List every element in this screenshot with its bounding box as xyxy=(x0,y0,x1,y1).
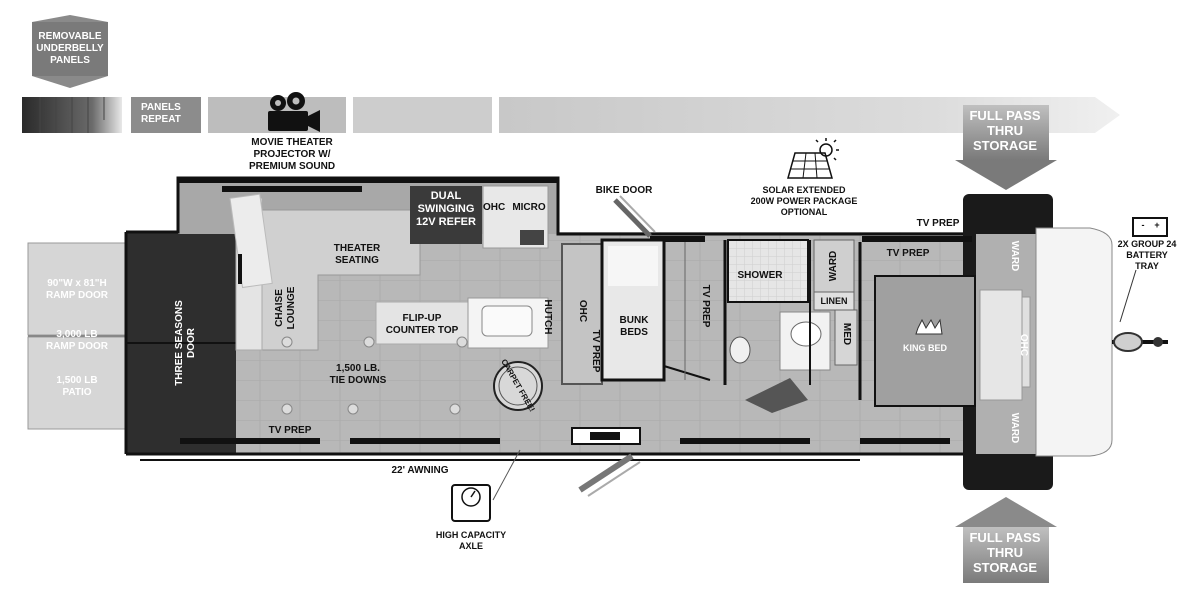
ward-top-label: WARD xyxy=(1009,240,1020,272)
front-storage xyxy=(963,194,1113,490)
tv-prep-bath-label: TV PREP xyxy=(700,284,711,328)
hitch xyxy=(1112,269,1168,352)
three-seasons-door-label: THREE SEASONS DOOR xyxy=(174,300,197,386)
chaise-lounge-label: CHAISE LOUNGE xyxy=(274,286,297,330)
king-bed-label: KING BED xyxy=(902,343,947,353)
battery-minus: - xyxy=(1141,220,1145,230)
linen-label: LINEN xyxy=(820,296,848,306)
ward-bottom-label: WARD xyxy=(1009,412,1020,444)
storage-label-bottom: FULL PASS THRU STORAGE xyxy=(969,530,1041,575)
tv-prep-bunk-label: TV PREP xyxy=(590,329,601,373)
scale-icon xyxy=(451,449,521,522)
storage-arrow-bottom xyxy=(955,497,1057,583)
bunk-beds-label: BUNK BEDS xyxy=(619,315,649,338)
med-label: MED xyxy=(841,322,852,346)
battery-icon xyxy=(1132,217,1168,237)
storage-arrow-top xyxy=(955,105,1057,190)
storage-label-top: FULL PASS THRU STORAGE xyxy=(969,108,1041,153)
flip-up-counter-label: FLIP-UP COUNTER TOP xyxy=(385,313,459,336)
ohc-bunk-label: OHC xyxy=(577,299,588,323)
tie-downs-label: 1,500 LB. TIE DOWNS xyxy=(329,363,387,386)
hutch-label: HUTCH xyxy=(542,299,553,335)
micro-label: MICRO xyxy=(512,202,546,213)
shower-label: SHOWER xyxy=(737,270,783,281)
solar-panel-icon xyxy=(787,138,839,179)
ohc-kitchen-label: OHC xyxy=(483,202,506,213)
refer-label: DUAL SWINGING 12V REFER xyxy=(416,190,476,228)
underbelly-label: REMOVABLE UNDERBELLY PANELS xyxy=(36,31,104,66)
bike-door-label: BIKE DOOR xyxy=(595,185,653,196)
interior-bedroom xyxy=(858,242,1023,407)
battery-plus: + xyxy=(1154,220,1160,230)
awning-label: 22' AWNING xyxy=(391,465,449,476)
patio-label: 1,500 LB PATIO xyxy=(56,375,98,398)
ohc-bedroom-label: OHC xyxy=(1018,333,1029,357)
solar-label: SOLAR EXTENDED 200W POWER PACKAGE OPTION… xyxy=(750,185,858,217)
ramp-door-weight-label: 3,000 LB RAMP DOOR xyxy=(45,329,109,352)
movie-camera-icon xyxy=(268,92,320,132)
interior-living xyxy=(180,185,972,444)
tv-prep-bottom-label: TV PREP xyxy=(268,425,312,436)
battery-label: 2X GROUP 24 BATTERY TRAY xyxy=(1117,239,1177,271)
tv-prep-top-label: TV PREP xyxy=(916,218,960,229)
panels-repeat-label: PANELS REPEAT xyxy=(141,102,181,125)
tv-prep-bed-label: TV PREP xyxy=(886,248,930,259)
axle-label: HIGH CAPACITY AXLE xyxy=(435,530,507,551)
interior-bath xyxy=(727,239,858,413)
theater-seating-label: THEATER SEATING xyxy=(333,243,381,266)
projector-label: MOVIE THEATER PROJECTOR W/ PREMIUM SOUND xyxy=(248,137,336,172)
underbelly-arrow xyxy=(32,15,108,88)
ward-bath-label: WARD xyxy=(828,250,839,282)
interior-bunk xyxy=(561,195,727,497)
ramp-door-size-label: 90"W x 81"H RAMP DOOR xyxy=(45,278,109,301)
